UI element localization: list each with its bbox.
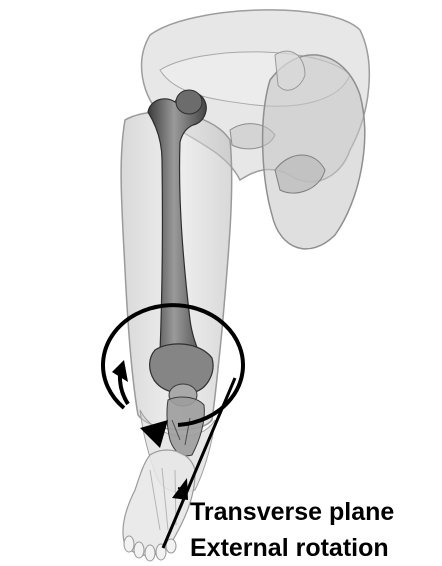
contralateral-leg [263,51,365,249]
foot [123,450,195,561]
motion-label: External rotation [190,533,389,563]
plane-label: Transverse plane [190,497,394,527]
